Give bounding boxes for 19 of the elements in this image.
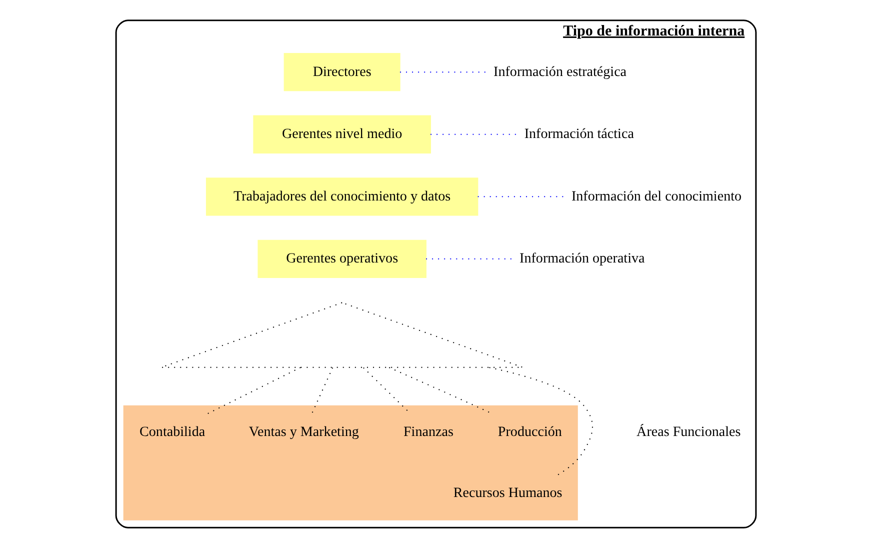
node-text: Ventas y Marketing [248,424,358,440]
node-text: Finanzas [402,424,453,440]
node-triangle [160,302,523,368]
label: Áreas Funcionales [636,424,740,440]
node-text: Información táctica [524,126,634,142]
connector [206,367,300,414]
cluster [122,405,578,520]
node-text: Contabilida [139,424,205,440]
node-text: Recursos Humanos [452,485,562,502]
node-text: Producción [497,424,562,440]
node-text: Información del conocimiento [570,188,742,204]
node-text: Información estratégica [493,64,626,80]
node-box: Directores [283,53,400,92]
connector [488,367,592,476]
node-text: Información operativa [519,250,644,267]
connector [310,367,333,414]
node-box: Gerentes operativos [257,240,426,278]
node-box: Trabajadores del conocimiento y datos [205,178,478,216]
node-box: Gerentes nivel medio [252,115,430,154]
